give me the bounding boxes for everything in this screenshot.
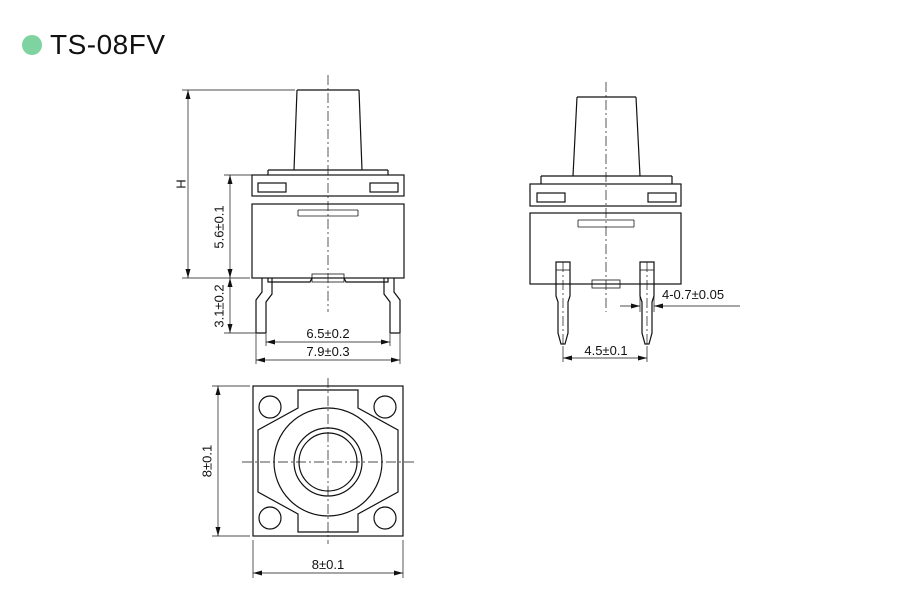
front-view-labels: H 5.6±0.1 3.1±0.2 6.5±0.2 7.9±0.3 — [173, 179, 349, 359]
dim-top-width-label: 8±0.1 — [312, 557, 344, 572]
side-view-dimensions — [562, 296, 740, 362]
top-view-labels: 8±0.1 8±0.1 — [199, 445, 344, 572]
page-title: TS-08FV — [50, 29, 166, 60]
front-view-dimensions — [182, 89, 401, 364]
dim-pin-span-inner-label: 6.5±0.2 — [306, 326, 349, 341]
dim-pin-span-outer-label: 7.9±0.3 — [306, 344, 349, 359]
top-view — [242, 378, 414, 544]
dim-body-height-label: 5.6±0.1 — [211, 205, 226, 248]
front-view — [251, 75, 405, 334]
header: TS-08FV — [22, 28, 166, 62]
dim-height-label: H — [173, 179, 188, 188]
dim-pin-pitch-label: 4.5±0.1 — [584, 343, 627, 358]
dim-top-height-label: 8±0.1 — [199, 445, 214, 477]
side-view — [529, 82, 682, 345]
dim-pin-height-label: 3.1±0.2 — [211, 284, 226, 327]
title-bullet-icon — [22, 35, 42, 55]
dim-pin-width-label: 4-0.7±0.05 — [662, 287, 724, 302]
top-view-dimensions — [212, 385, 404, 578]
side-view-labels: 4.5±0.1 4-0.7±0.05 — [584, 287, 724, 358]
